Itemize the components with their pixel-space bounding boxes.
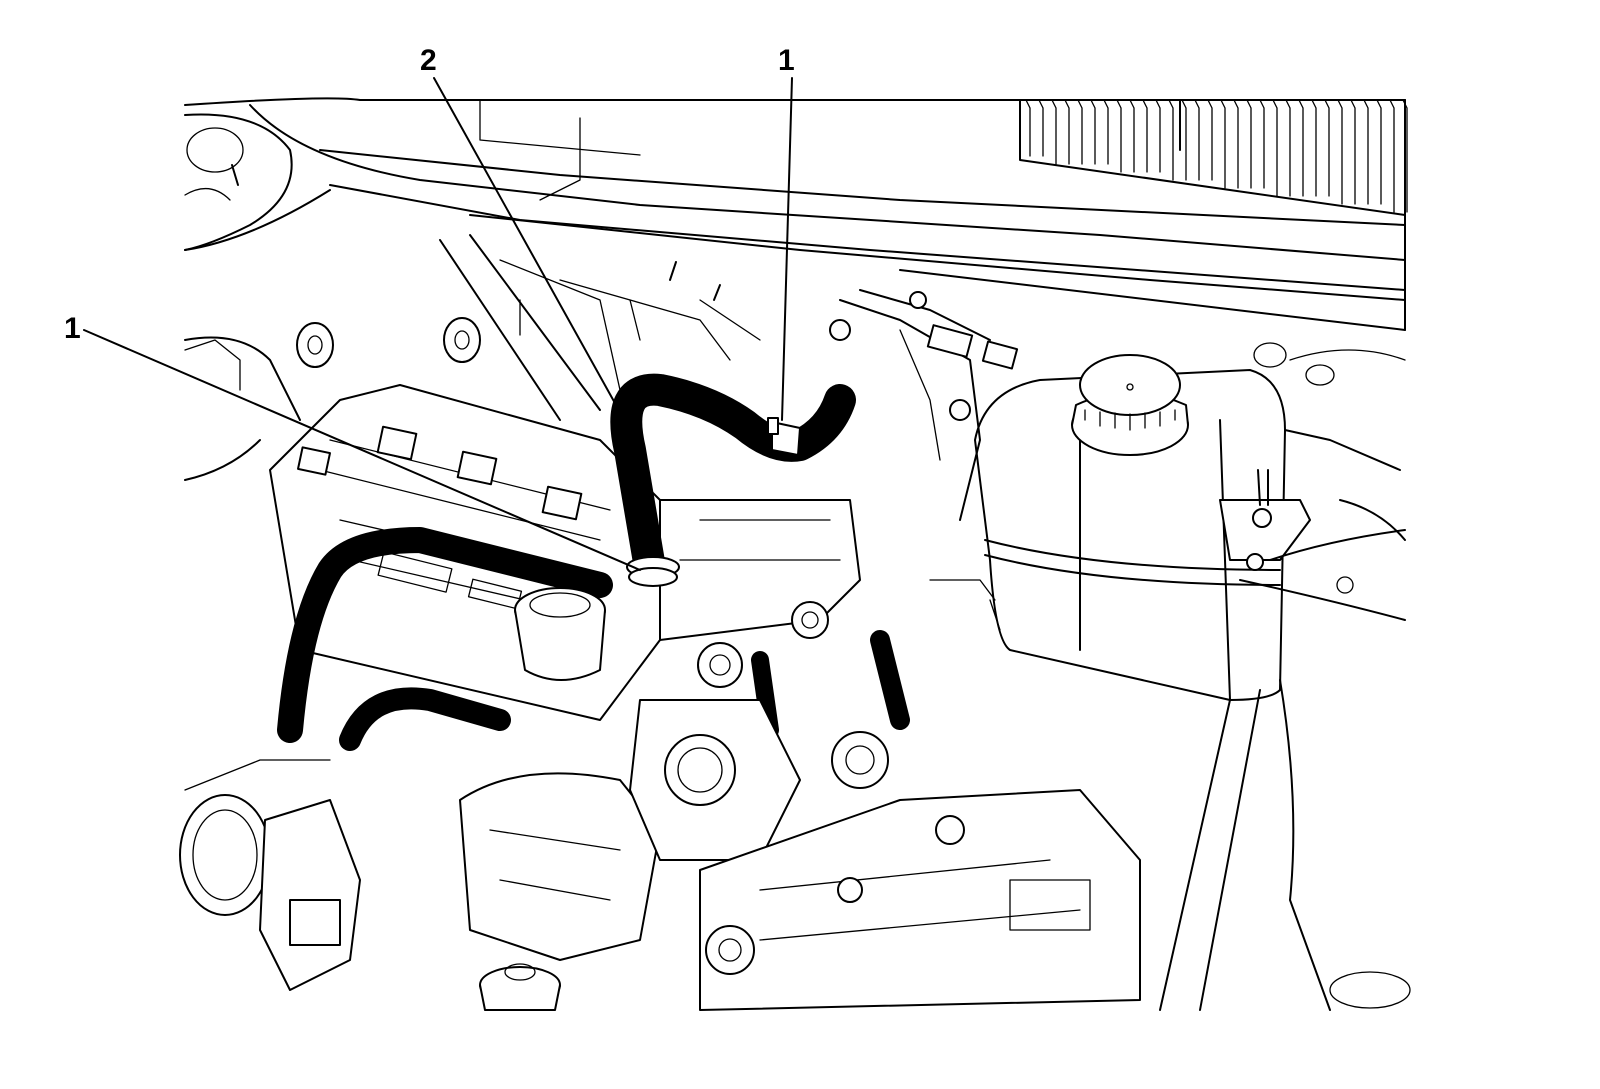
reservoir-cap [1071, 354, 1189, 456]
grille-fin [1103, 99, 1109, 165]
grille-fin [1298, 99, 1304, 197]
grille-fin [1376, 99, 1382, 205]
grille-fin [1077, 99, 1083, 165]
grille-fin [1194, 99, 1200, 181]
wiring-harness [829, 289, 1019, 631]
grille-fin [1038, 99, 1044, 157]
hose-clamp-lower [626, 556, 680, 587]
grille-fin [1168, 99, 1174, 181]
grille-fin [1285, 99, 1291, 197]
inner-fender-left [184, 189, 481, 481]
grille-fin [1259, 99, 1265, 189]
intake-manifold [339, 687, 661, 961]
grille-fin [1116, 99, 1122, 173]
grille-fin [1142, 99, 1148, 173]
grille-fin [1129, 99, 1135, 173]
strut-tower-left [184, 113, 293, 251]
radiator-grille [1019, 99, 1408, 216]
throttle-body [179, 759, 361, 991]
grille-fin [1324, 99, 1330, 197]
heater-tube [277, 527, 613, 743]
grille-fin [1155, 99, 1161, 173]
callout-label-2: 2 [420, 44, 437, 77]
grille-fin [1363, 99, 1369, 205]
grille-fin [1272, 99, 1278, 197]
transmission-case [699, 789, 1141, 1011]
grille-fin [1402, 99, 1408, 213]
inner-fender-right [1159, 342, 1411, 1011]
radiator-inlet-hose [610, 373, 856, 584]
grille-fin [1337, 99, 1343, 205]
grille-fin [1350, 99, 1356, 205]
grille-fin [1090, 99, 1096, 165]
coolant-reservoir [974, 369, 1286, 701]
reservoir-bracket [1219, 469, 1406, 621]
grille-fin [1246, 99, 1252, 189]
firewall [439, 234, 761, 421]
coolant-outlet-housing [659, 499, 910, 739]
grille-frame [1019, 99, 1406, 216]
grille-fin [1220, 99, 1226, 189]
hose-clamp-upper [767, 417, 801, 456]
timing-cover [629, 699, 889, 861]
callout-label-1-left: 1 [64, 312, 81, 345]
hood-cowl-panel [184, 97, 1406, 331]
grille-fin [1181, 99, 1187, 181]
grille-fin [1025, 99, 1031, 157]
grille-fin [1311, 99, 1317, 197]
grille-fin [1207, 99, 1213, 181]
oil-filter [479, 963, 561, 1011]
grille-fin [1389, 99, 1395, 213]
oil-fill-cap [514, 587, 606, 681]
grille-fin [1064, 99, 1070, 165]
callout-label-1-top: 1 [778, 44, 795, 77]
grille-fin [1051, 99, 1057, 165]
callout-leaders [83, 77, 793, 571]
ignition-coils [297, 425, 583, 521]
grille-fin [1233, 99, 1239, 189]
